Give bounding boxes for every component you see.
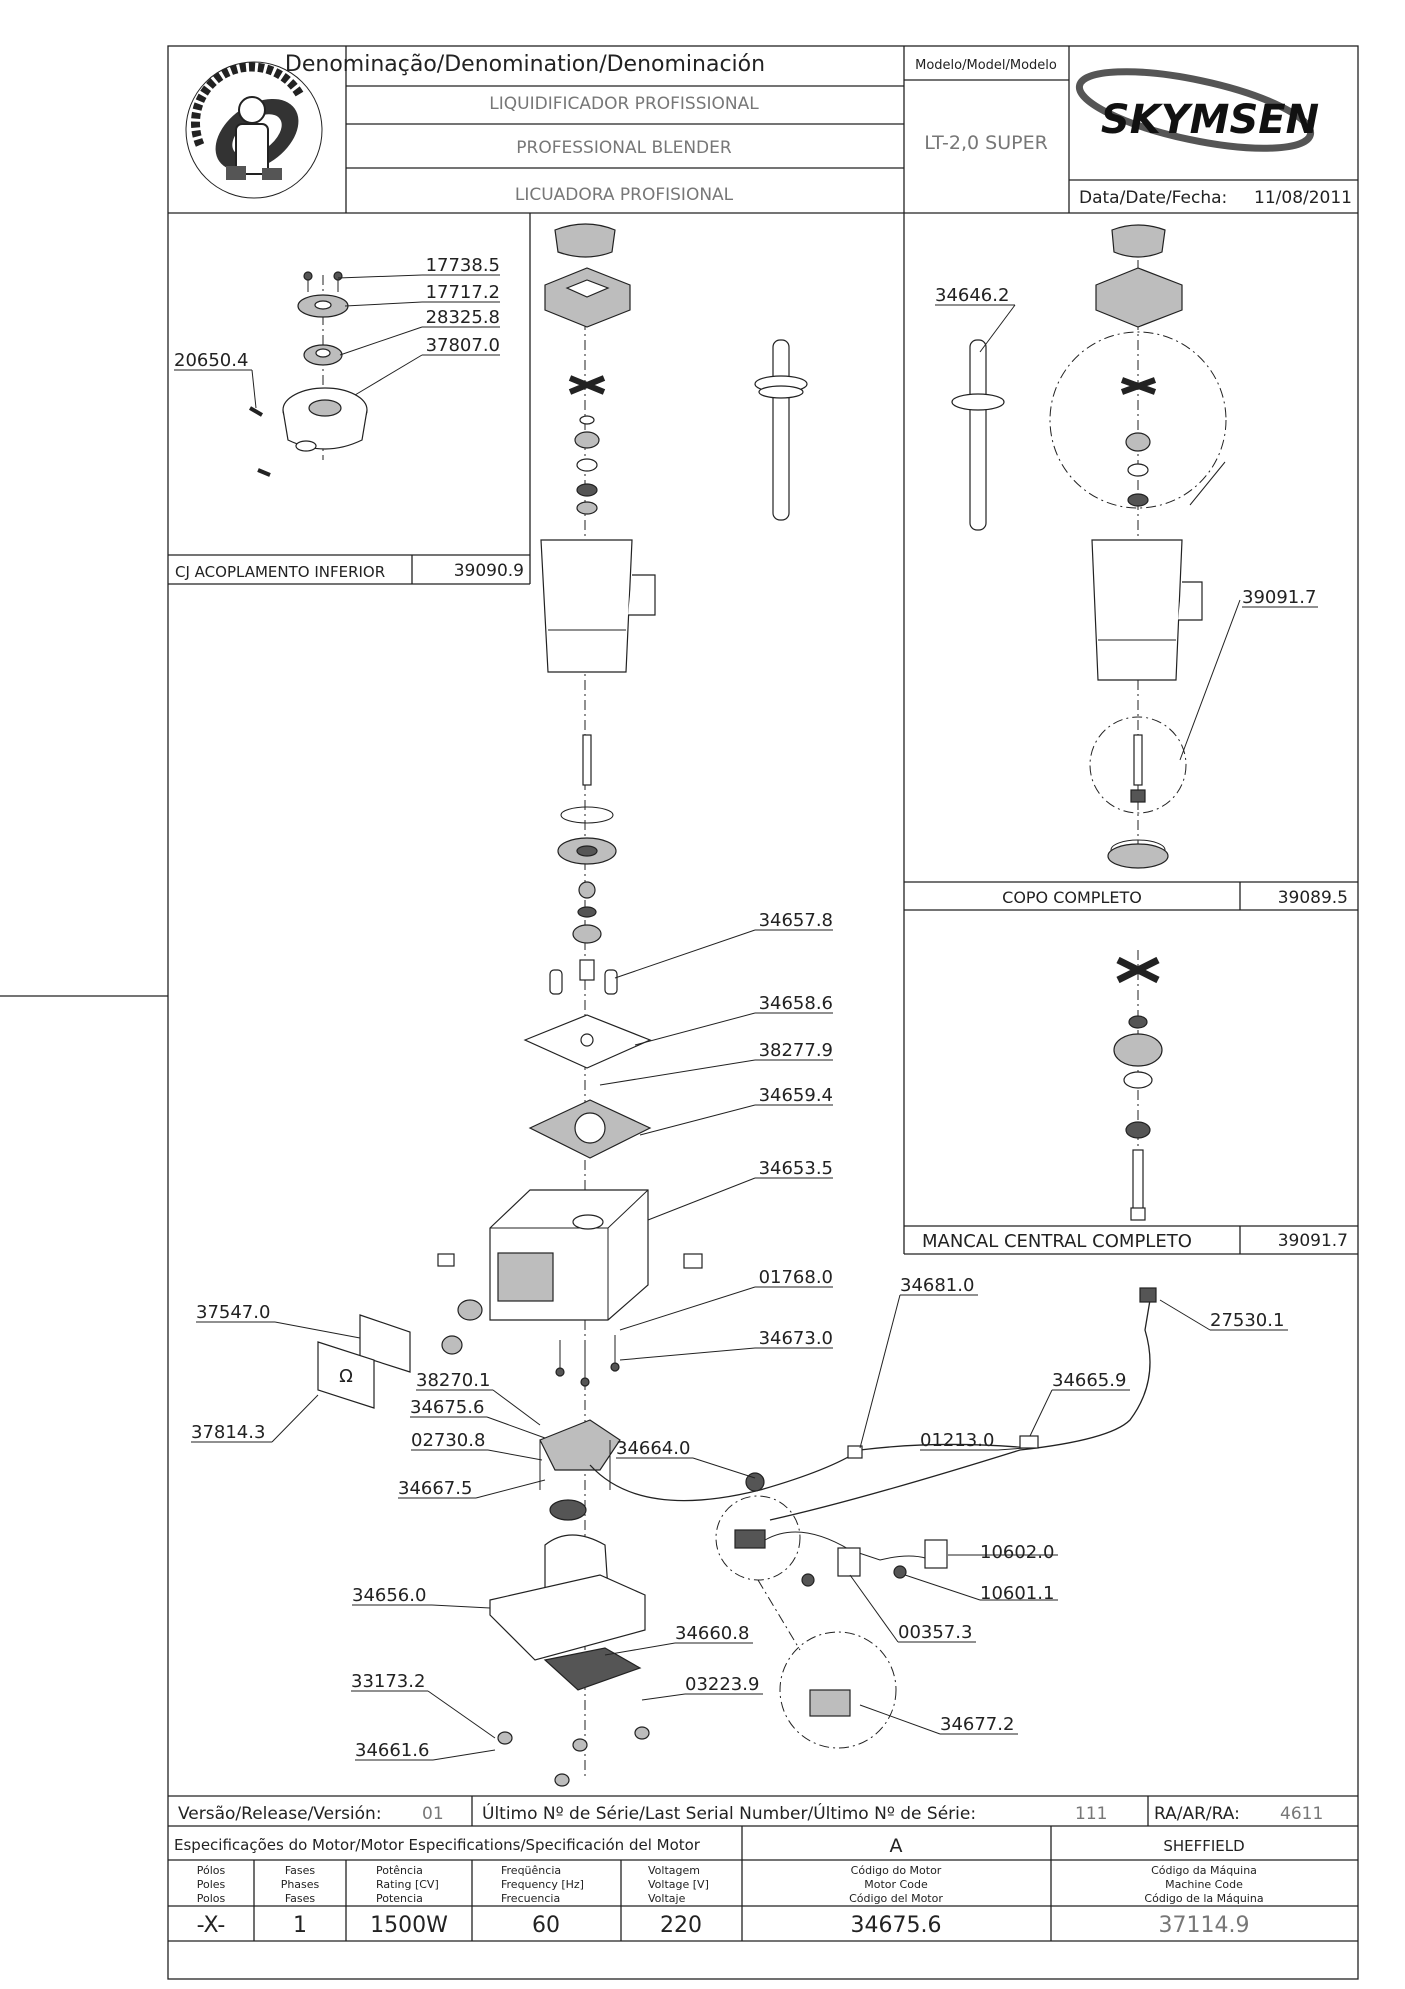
ra-label: RA/AR/RA: [1154,1804,1240,1824]
col-header: Frecuencia [501,1892,560,1905]
motor-code-value: 34675.6 [851,1913,942,1938]
brand-logo: SKYMSEN [1075,68,1319,152]
release-label: Versão/Release/Versión: [178,1804,382,1824]
denomination-label: Denominação/Denomination/Denominación [285,52,765,77]
part-label: 17717.2 [426,282,500,303]
part-label: 20650.4 [174,350,248,371]
col-header: Poles [197,1878,226,1891]
poles-value: -X- [197,1913,226,1938]
bearing-assembly-drawing [1113,950,1163,1221]
col-header: Phases [281,1878,320,1891]
part-label: 34673.0 [759,1328,833,1349]
part-label: 02730.8 [411,1430,485,1451]
part-label: 34681.0 [900,1275,974,1296]
part-label: 34660.8 [675,1623,749,1644]
part-label: 34661.6 [355,1740,429,1761]
col-header: Código da Máquina [1151,1864,1257,1877]
ra-value: 4611 [1280,1804,1323,1824]
service-stamp [185,61,323,199]
city: SHEFFIELD [1163,1837,1244,1855]
subassembly-code-cup: 39089.5 [1278,888,1348,908]
machine-code-value: 37114.9 [1159,1913,1250,1938]
col-header: Código del Motor [849,1892,943,1905]
col-header: Voltage [V] [648,1878,709,1891]
release-value: 01 [422,1804,444,1824]
decal-symbol: Ω [339,1366,353,1387]
col-header: Código do Motor [851,1864,942,1877]
brand-name: SKYMSEN [1101,97,1319,143]
voltage-value: 220 [660,1913,702,1938]
frequency-value: 60 [532,1913,560,1938]
part-label: 34657.8 [759,910,833,931]
col-header: Frequency [Hz] [501,1878,584,1891]
motor-letter: A [890,1835,903,1857]
col-header: Voltagem [648,1864,700,1877]
part-label: 10601.1 [980,1583,1054,1604]
serial-value: 111 [1075,1804,1107,1824]
motor-spec-label: Especificações do Motor/Motor Especifica… [174,1836,701,1854]
subassembly-code-bearing: 39091.7 [1278,1231,1348,1251]
part-label: 39091.7 [1242,587,1316,608]
col-header: Potencia [376,1892,423,1905]
part-label: 34677.2 [940,1714,1014,1735]
col-header: Polos [197,1892,226,1905]
date-value: 11/08/2011 [1254,188,1352,208]
col-header: Machine Code [1165,1878,1243,1891]
spec-values: -X- 1 1500W 60 220 34675.6 37114.9 [197,1913,1250,1938]
product-name-es: LICUADORA PROFISIONAL [515,185,734,205]
main-assembly-drawing: Ω [317,223,1157,1787]
model-value: LT-2,0 SUPER [924,132,1048,154]
part-label: 01213.0 [920,1430,994,1451]
col-header: Rating [CV] [376,1878,439,1891]
part-label: 01768.0 [759,1267,833,1288]
date-label: Data/Date/Fecha: [1079,188,1227,208]
col-header: Fases [285,1864,316,1877]
part-label: 28325.8 [426,307,500,328]
col-header: Potência [376,1864,423,1877]
part-label: 38277.9 [759,1040,833,1061]
part-label: 37547.0 [196,1302,270,1323]
part-label: 34646.2 [935,285,1009,306]
part-label: 37807.0 [426,335,500,356]
col-header: Motor Code [864,1878,928,1891]
part-label: 33173.2 [351,1671,425,1692]
col-header: Pólos [197,1864,226,1877]
frame [0,45,1359,1980]
part-label: 34667.5 [398,1478,472,1499]
part-label: 34675.6 [410,1397,484,1418]
part-label: 34664.0 [616,1438,690,1459]
col-header: Código de la Máquina [1144,1892,1263,1905]
col-header: Freqüência [501,1864,561,1877]
part-callouts: 17738.5 17717.2 28325.8 37807.0 20650.4 … [174,255,1318,1761]
part-label: 17738.5 [426,255,500,276]
phases-value: 1 [293,1913,307,1938]
part-label: 34665.9 [1052,1370,1126,1391]
part-label: 34658.6 [759,993,833,1014]
model-label: Modelo/Model/Modelo [915,58,1057,73]
part-label: 00357.3 [898,1622,972,1643]
spec-column-headers: Pólos Poles Polos Fases Phases Fases Pot… [197,1864,1264,1905]
subassembly-name-bearing: MANCAL CENTRAL COMPLETO [922,1231,1192,1252]
subassembly-name-cup: COPO COMPLETO [1002,888,1142,907]
cup-assembly-drawing [951,224,1241,869]
part-label: 27530.1 [1210,1310,1284,1331]
part-label: 34659.4 [759,1085,833,1106]
part-label: 10602.0 [980,1542,1054,1563]
serial-label: Último Nº de Série/Last Serial Number/Úl… [482,1802,976,1824]
part-label: 34653.5 [759,1158,833,1179]
part-label: 38270.1 [416,1370,490,1391]
part-label: 34656.0 [352,1585,426,1606]
col-header: Voltaje [648,1892,686,1905]
col-header: Fases [285,1892,316,1905]
product-name-pt: LIQUIDIFICADOR PROFISSIONAL [489,94,759,114]
power-value: 1500W [370,1913,448,1938]
subassembly-name-coupling: CJ ACOPLAMENTO INFERIOR [175,563,385,581]
part-label: 37814.3 [191,1422,265,1443]
subassembly-code-coupling: 39090.9 [454,561,524,581]
coupling-drawing [248,271,368,477]
part-label: 03223.9 [685,1674,759,1695]
product-name-en: PROFESSIONAL BLENDER [516,138,732,158]
